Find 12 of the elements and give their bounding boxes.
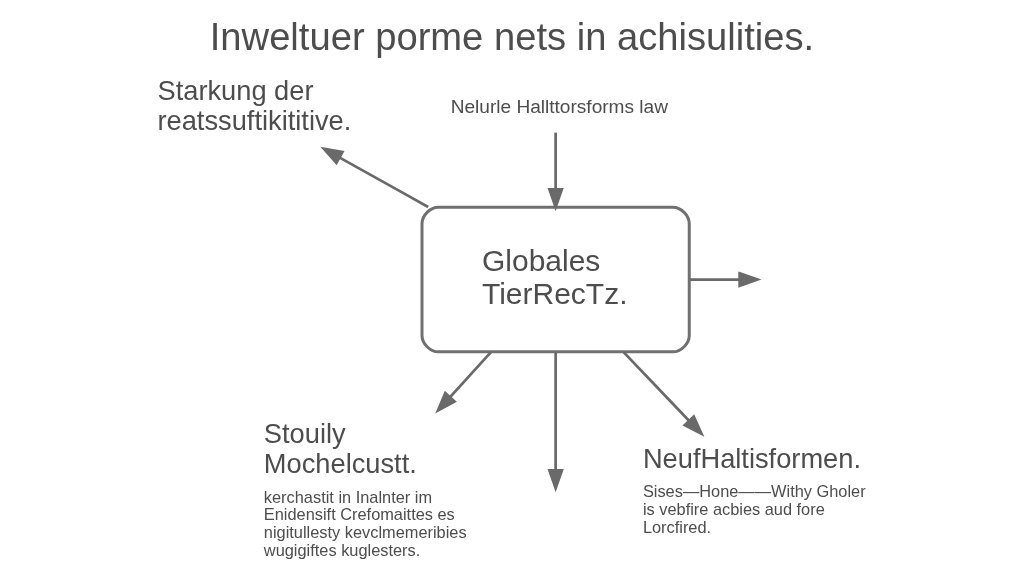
diagram-title: Inweltuer porme nets in achisulities. <box>209 14 815 58</box>
arrow <box>622 351 705 437</box>
node-text: Starkung der reatssuftikititive. <box>157 74 352 136</box>
arrow <box>435 351 492 414</box>
arrow <box>547 132 564 212</box>
arrow <box>547 352 564 493</box>
node-box: Globales TierRecTz. <box>420 205 691 354</box>
arrow <box>320 146 429 209</box>
arrow <box>689 271 762 288</box>
node-text: Stouily Mochelcustt. kerchastit in Inalnter im Enidensift Crefomaittes es nigitullesty kevclmemeribies wugigiftes kuglesters. <box>263 418 467 559</box>
node-text: Nelurle Hallttorsforms law <box>450 96 668 118</box>
node-text: NeufHaltisformen. Sises—Hone——Withy Gholer is vebfire acbies aud fore Lorcfired. <box>642 442 866 536</box>
